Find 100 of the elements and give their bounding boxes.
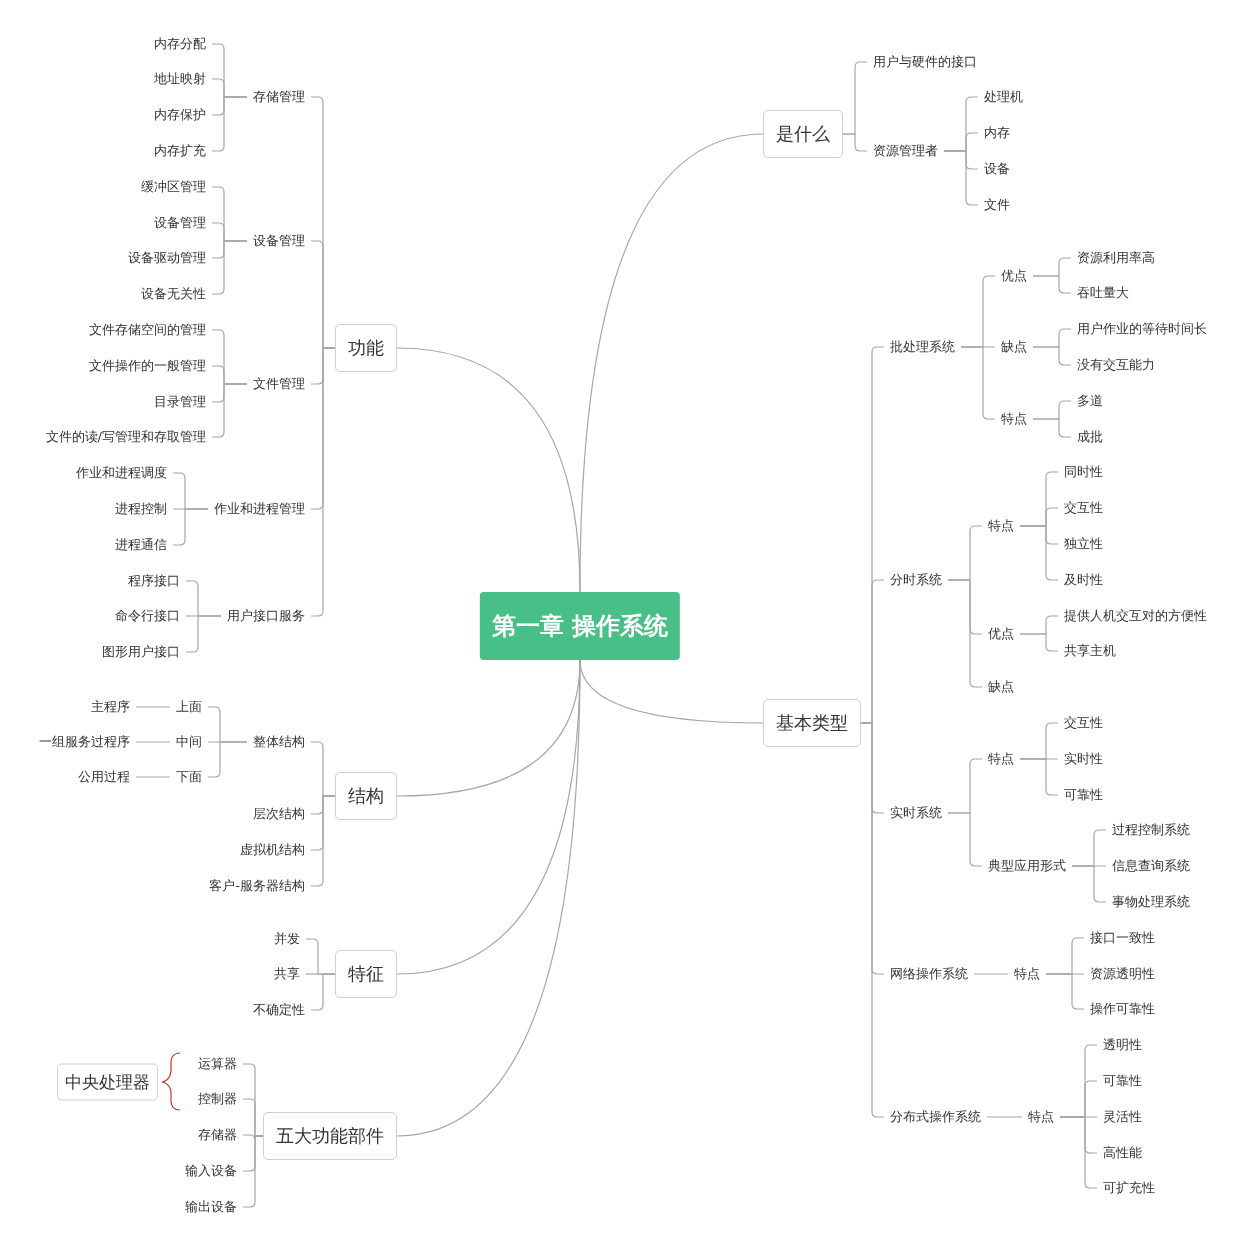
topic-box: 基本类型: [763, 699, 861, 747]
topic-label: 内存保护: [148, 106, 212, 124]
topic-box: 功能: [335, 324, 397, 372]
connector-line: [135, 776, 171, 778]
connector-line: [973, 973, 1009, 975]
topic-label: 主程序: [85, 698, 136, 716]
topic-label: 特点: [982, 750, 1020, 768]
topic-label: 典型应用形式: [982, 857, 1072, 875]
connector-line: [310, 347, 336, 617]
topic-label: 文件的读/写管理和存取管理: [39, 428, 212, 446]
topic-label: 存储器: [192, 1126, 243, 1144]
topic-label: 资源利用率高: [1071, 249, 1161, 267]
connector-line: [135, 741, 171, 743]
topic-label: 客户-服务器结构: [203, 877, 311, 895]
topic-label: 输出设备: [179, 1198, 243, 1216]
topic-label: 设备管理: [247, 232, 311, 250]
topic-label: 命令行接口: [109, 607, 186, 625]
topic-box: 结构: [335, 772, 397, 820]
topic-label: 内存分配: [148, 35, 212, 53]
topic-label: 文件: [978, 196, 1016, 214]
branch-curve: [579, 659, 764, 724]
topic-label: 独立性: [1058, 535, 1109, 553]
topic-label: 上面: [170, 698, 208, 716]
topic-label: 整体结构: [247, 733, 311, 751]
topic-label: 接口一致性: [1084, 929, 1161, 947]
topic-label: 提供人机交互对的方便性: [1058, 607, 1213, 625]
topic-label: 没有交互能力: [1071, 356, 1161, 374]
topic-label: 批处理系统: [884, 338, 961, 356]
topic-label: 资源透明性: [1084, 965, 1161, 983]
topic-label: 共享: [268, 965, 306, 983]
topic-label: 优点: [995, 267, 1033, 285]
topic-label: 层次结构: [247, 805, 311, 823]
topic-label: 设备: [978, 160, 1016, 178]
topic-label: 同时性: [1058, 463, 1109, 481]
connector-line: [842, 133, 868, 152]
topic-label: 缺点: [995, 338, 1033, 356]
topic-label: 可靠性: [1097, 1072, 1148, 1090]
topic-label: 进程控制: [109, 500, 173, 518]
topic-label: 地址映射: [148, 70, 212, 88]
topic-label: 共享主机: [1058, 642, 1122, 660]
topic-label: 成批: [1071, 428, 1109, 446]
central-topic-box: 第一章 操作系统: [479, 592, 681, 660]
topic-label: 存储管理: [247, 88, 311, 106]
topic-label: 处理机: [978, 88, 1029, 106]
topic-label: 下面: [170, 768, 208, 786]
topic-label: 不确定性: [247, 1001, 311, 1019]
topic-label: 设备驱动管理: [122, 249, 212, 267]
topic-box: 五大功能部件: [263, 1112, 397, 1160]
topic-label: 中间: [170, 733, 208, 751]
topic-label: 分布式操作系统: [884, 1108, 987, 1126]
topic-label: 用户接口服务: [221, 607, 311, 625]
topic-label: 实时系统: [884, 804, 948, 822]
topic-label: 一组服务过程序: [33, 733, 136, 751]
topic-label: 用户与硬件的接口: [867, 53, 983, 71]
topic-label: 交互性: [1058, 714, 1109, 732]
topic-label: 设备管理: [148, 214, 212, 232]
connector-line: [135, 706, 171, 708]
topic-box: 是什么: [763, 110, 843, 158]
connector-line: [1032, 346, 1072, 366]
topic-label: 程序接口: [122, 572, 186, 590]
topic-label: 作业和进程管理: [208, 500, 311, 518]
topic-label: 信息查询系统: [1106, 857, 1196, 875]
connector-line: [1032, 418, 1072, 438]
topic-label: 用户作业的等待时间长: [1071, 320, 1213, 338]
topic-label: 可扩充性: [1097, 1179, 1161, 1197]
topic-label: 特点: [995, 410, 1033, 428]
topic-label: 多道: [1071, 392, 1109, 410]
topic-label: 作业和进程调度: [70, 464, 173, 482]
topic-label: 并发: [268, 930, 306, 948]
topic-label: 输入设备: [179, 1162, 243, 1180]
topic-label: 灵活性: [1097, 1108, 1148, 1126]
summary-box: 中央处理器: [57, 1063, 158, 1101]
connector-line: [1019, 633, 1059, 652]
topic-label: 文件管理: [247, 375, 311, 393]
connector-line: [1032, 275, 1072, 294]
topic-label: 缓冲区管理: [135, 178, 212, 196]
topic-label: 资源管理者: [867, 142, 944, 160]
connector-line: [986, 1116, 1023, 1118]
topic-label: 设备无关性: [135, 285, 212, 303]
topic-label: 吞吐量大: [1071, 284, 1135, 302]
topic-label: 特点: [982, 517, 1020, 535]
topic-label: 文件操作的一般管理: [83, 357, 212, 375]
topic-label: 运算器: [192, 1055, 243, 1073]
topic-label: 交互性: [1058, 499, 1109, 517]
topic-label: 优点: [982, 625, 1020, 643]
topic-label: 文件存储空间的管理: [83, 321, 212, 339]
topic-label: 及时性: [1058, 571, 1109, 589]
topic-label: 公用过程: [72, 768, 136, 786]
topic-label: 操作可靠性: [1084, 1000, 1161, 1018]
topic-label: 缺点: [982, 678, 1020, 696]
branch-curve: [579, 133, 764, 593]
topic-label: 特点: [1008, 965, 1046, 983]
topic-label: 网络操作系统: [884, 965, 974, 983]
topic-label: 过程控制系统: [1106, 821, 1196, 839]
topic-label: 图形用户接口: [96, 643, 186, 661]
topic-label: 分时系统: [884, 571, 948, 589]
topic-label: 事物处理系统: [1106, 893, 1196, 911]
topic-box: 特征: [335, 950, 397, 998]
topic-label: 进程通信: [109, 536, 173, 554]
topic-label: 特点: [1022, 1108, 1060, 1126]
